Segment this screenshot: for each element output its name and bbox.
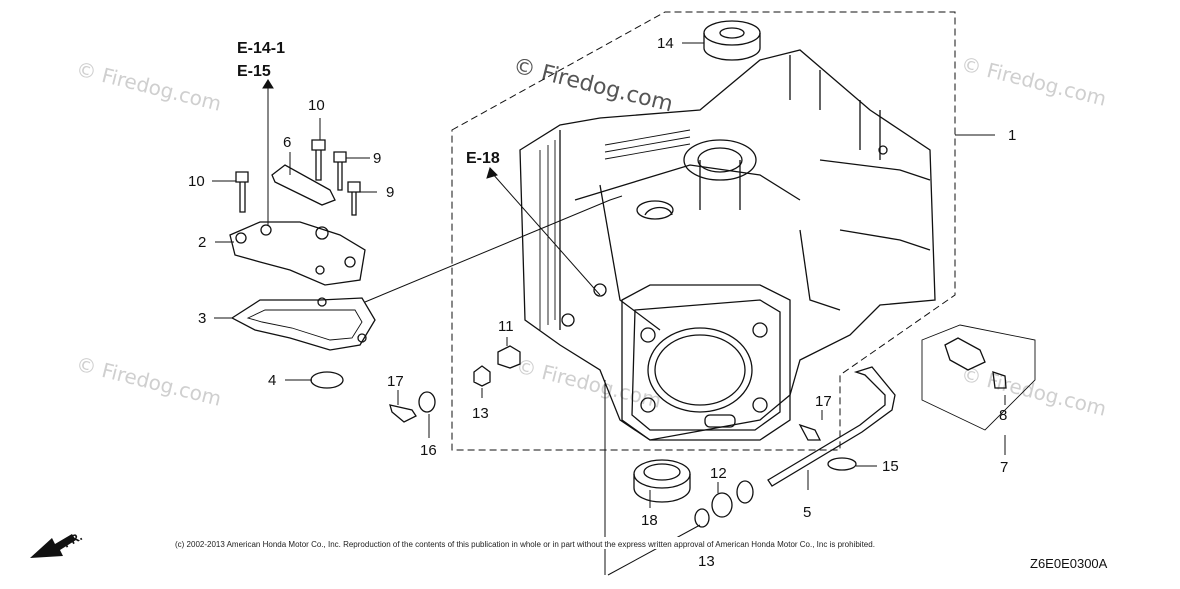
callout-9: 9 (373, 150, 381, 167)
callout-13: 13 (472, 405, 489, 422)
watermarks: © Firedog.com © Firedog.com © Firedog.co… (74, 52, 1109, 421)
fr-label: FR. (61, 529, 85, 550)
callout-numbers: 1 2 3 4 5 6 7 8 9 9 10 10 11 12 13 14 15… (188, 35, 1016, 570)
callout-1: 1 (1008, 127, 1016, 144)
diagram-code: Z6E0E0300A (1030, 556, 1108, 571)
pipe-5 (767, 366, 896, 487)
callout-3: 3 (198, 310, 206, 327)
oil-seal-14 (703, 20, 761, 61)
callout-4: 4 (268, 372, 276, 389)
callout-9: 9 (386, 184, 394, 201)
callout-2: 2 (198, 234, 206, 251)
watermark: © Firedog.com (959, 362, 1109, 421)
reference-labels: E-14-1 E-15 E-18 (237, 40, 500, 167)
watermark: © Firedog.com (74, 57, 224, 116)
callout-15: 15 (882, 458, 899, 475)
callout-6: 6 (283, 134, 291, 151)
plug-4 (310, 371, 344, 389)
callout-7: 7 (1000, 459, 1008, 476)
bearing-18 (633, 459, 691, 503)
switch-7 (944, 337, 1007, 389)
callout-8: 8 (999, 407, 1007, 424)
assembly-boundary (451, 11, 956, 451)
bolts (235, 139, 361, 216)
gasket-3 (230, 297, 376, 351)
watermark: © Firedog.com (959, 52, 1109, 111)
callout-17: 17 (387, 373, 404, 390)
lower-small-parts (694, 480, 754, 528)
ref-e-14-1: E-14-1 (237, 40, 285, 57)
watermark: © Firedog.com (74, 352, 224, 411)
callout-14: 14 (657, 35, 674, 52)
part-7-boundary (921, 324, 1036, 431)
callout-10: 10 (188, 173, 205, 190)
callout-11: 11 (498, 318, 514, 335)
callout-13-lower: 13 (698, 553, 715, 570)
callout-18: 18 (641, 512, 658, 529)
ref-e-18: E-18 (466, 150, 500, 167)
front-direction-arrow: FR. (30, 529, 84, 558)
callout-12: 12 (710, 465, 727, 482)
callout-16: 16 (420, 442, 437, 459)
nuts (473, 345, 521, 387)
stay-6 (271, 164, 336, 206)
leader-lines (212, 42, 1006, 576)
cylinder-block (519, 49, 936, 441)
footer-bg (172, 537, 1008, 549)
callout-5: 5 (803, 504, 811, 521)
watermark-main: © Firedog.com (511, 54, 676, 118)
callout-10: 10 (308, 97, 325, 114)
clip-washer-left (389, 391, 436, 423)
ref-e-15: E-15 (237, 63, 271, 80)
copyright-notice: (c) 2002-2013 American Honda Motor Co., … (175, 540, 875, 549)
callout-17: 17 (815, 393, 832, 410)
cover-plate-2 (229, 221, 366, 286)
